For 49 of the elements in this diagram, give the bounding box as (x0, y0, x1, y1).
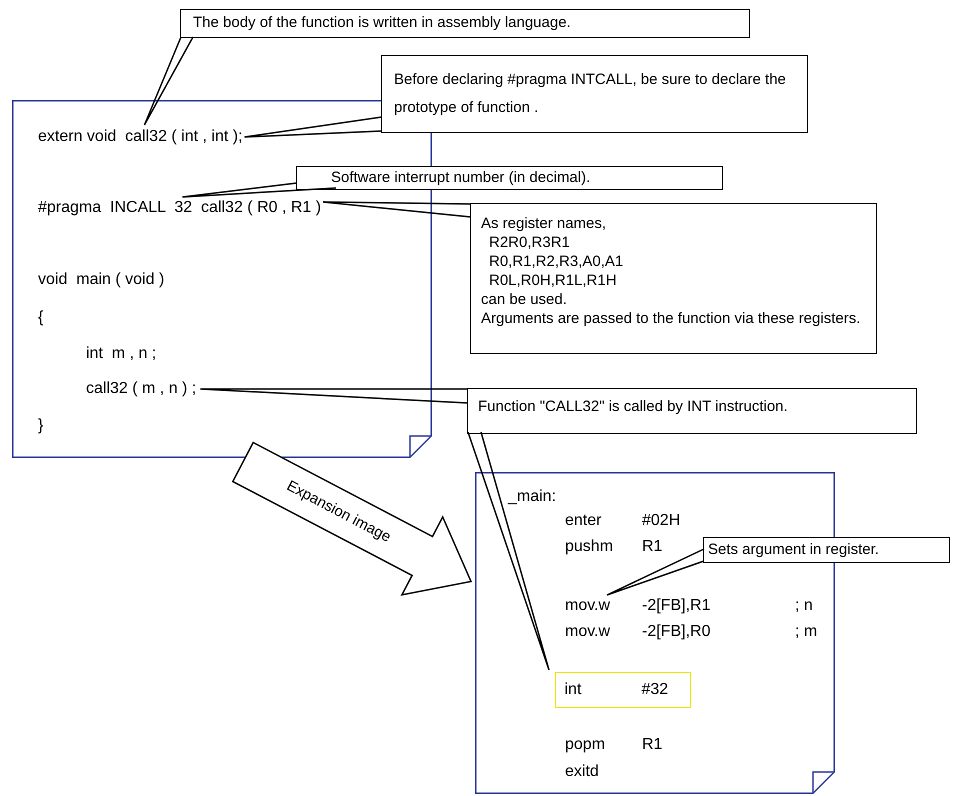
code-text: enter (565, 511, 602, 531)
code-text: } (38, 416, 44, 436)
leader-line (182, 182, 337, 198)
code-text: pushm (565, 537, 614, 557)
callout-text: Arguments are passed to the function via these registers. (481, 309, 862, 328)
callout-text: The body of the function is written in assembly language. (193, 14, 572, 32)
code-text: popm (565, 735, 606, 755)
highlight-box (555, 672, 691, 708)
callout-text: Function "CALL32" is called by INT instruction. (478, 398, 789, 416)
leader-line (144, 36, 194, 126)
code-text: #02H (642, 511, 680, 531)
code-text: { (38, 308, 44, 328)
callout-box (470, 203, 877, 354)
code-text: exitd (565, 762, 599, 782)
code-line: extern void call32 ( int , int ); (38, 127, 243, 147)
code-text: ; m (795, 622, 818, 642)
callout-box (381, 55, 808, 133)
leader-line (200, 388, 469, 404)
callout-text: R0,R1,R2,R3,A0,A1 (489, 252, 624, 271)
callout-text: can be used. (481, 290, 568, 309)
callout-text: R0L,R0H,R1L,R1H (489, 271, 618, 290)
block-arrow (232, 441, 472, 596)
leader-line (322, 201, 472, 218)
callout-text: Software interrupt number (in decimal). (331, 169, 592, 187)
code-text: mov.w (565, 622, 610, 642)
code-line: call32 ( m , n ) ; (86, 379, 196, 399)
callout-box (703, 537, 950, 563)
callout-text: As register names, (481, 214, 608, 233)
code-text: int m , n ; (86, 344, 156, 364)
code-text: #32 (642, 680, 668, 700)
callout-text: Before declaring #pragma INTCALL, be sure to declare the prototype of function . (394, 70, 787, 118)
code-text: int (564, 680, 582, 700)
callout-text: R2R0,R3R1 (489, 233, 571, 252)
code-text: -2[FB],R1 (642, 596, 710, 616)
callout-box (296, 166, 723, 190)
callout-box (467, 388, 917, 434)
code-text: -2[FB],R0 (642, 622, 710, 642)
code-text: void main ( void ) (38, 270, 164, 290)
code-text: mov.w (565, 596, 610, 616)
code-text: R1 (642, 537, 662, 557)
code-line: #pragma INCALL 32 call32 ( R0 , R1 ) (38, 198, 322, 218)
leader-line (244, 116, 383, 138)
code-text: _main: (508, 487, 556, 507)
callout-box (180, 9, 750, 38)
code-text: ; n (795, 596, 813, 616)
leader-line (606, 548, 705, 596)
code-text: R1 (642, 735, 662, 755)
leader-line (467, 431, 550, 671)
callout-text: Sets argument in register. (708, 541, 880, 559)
